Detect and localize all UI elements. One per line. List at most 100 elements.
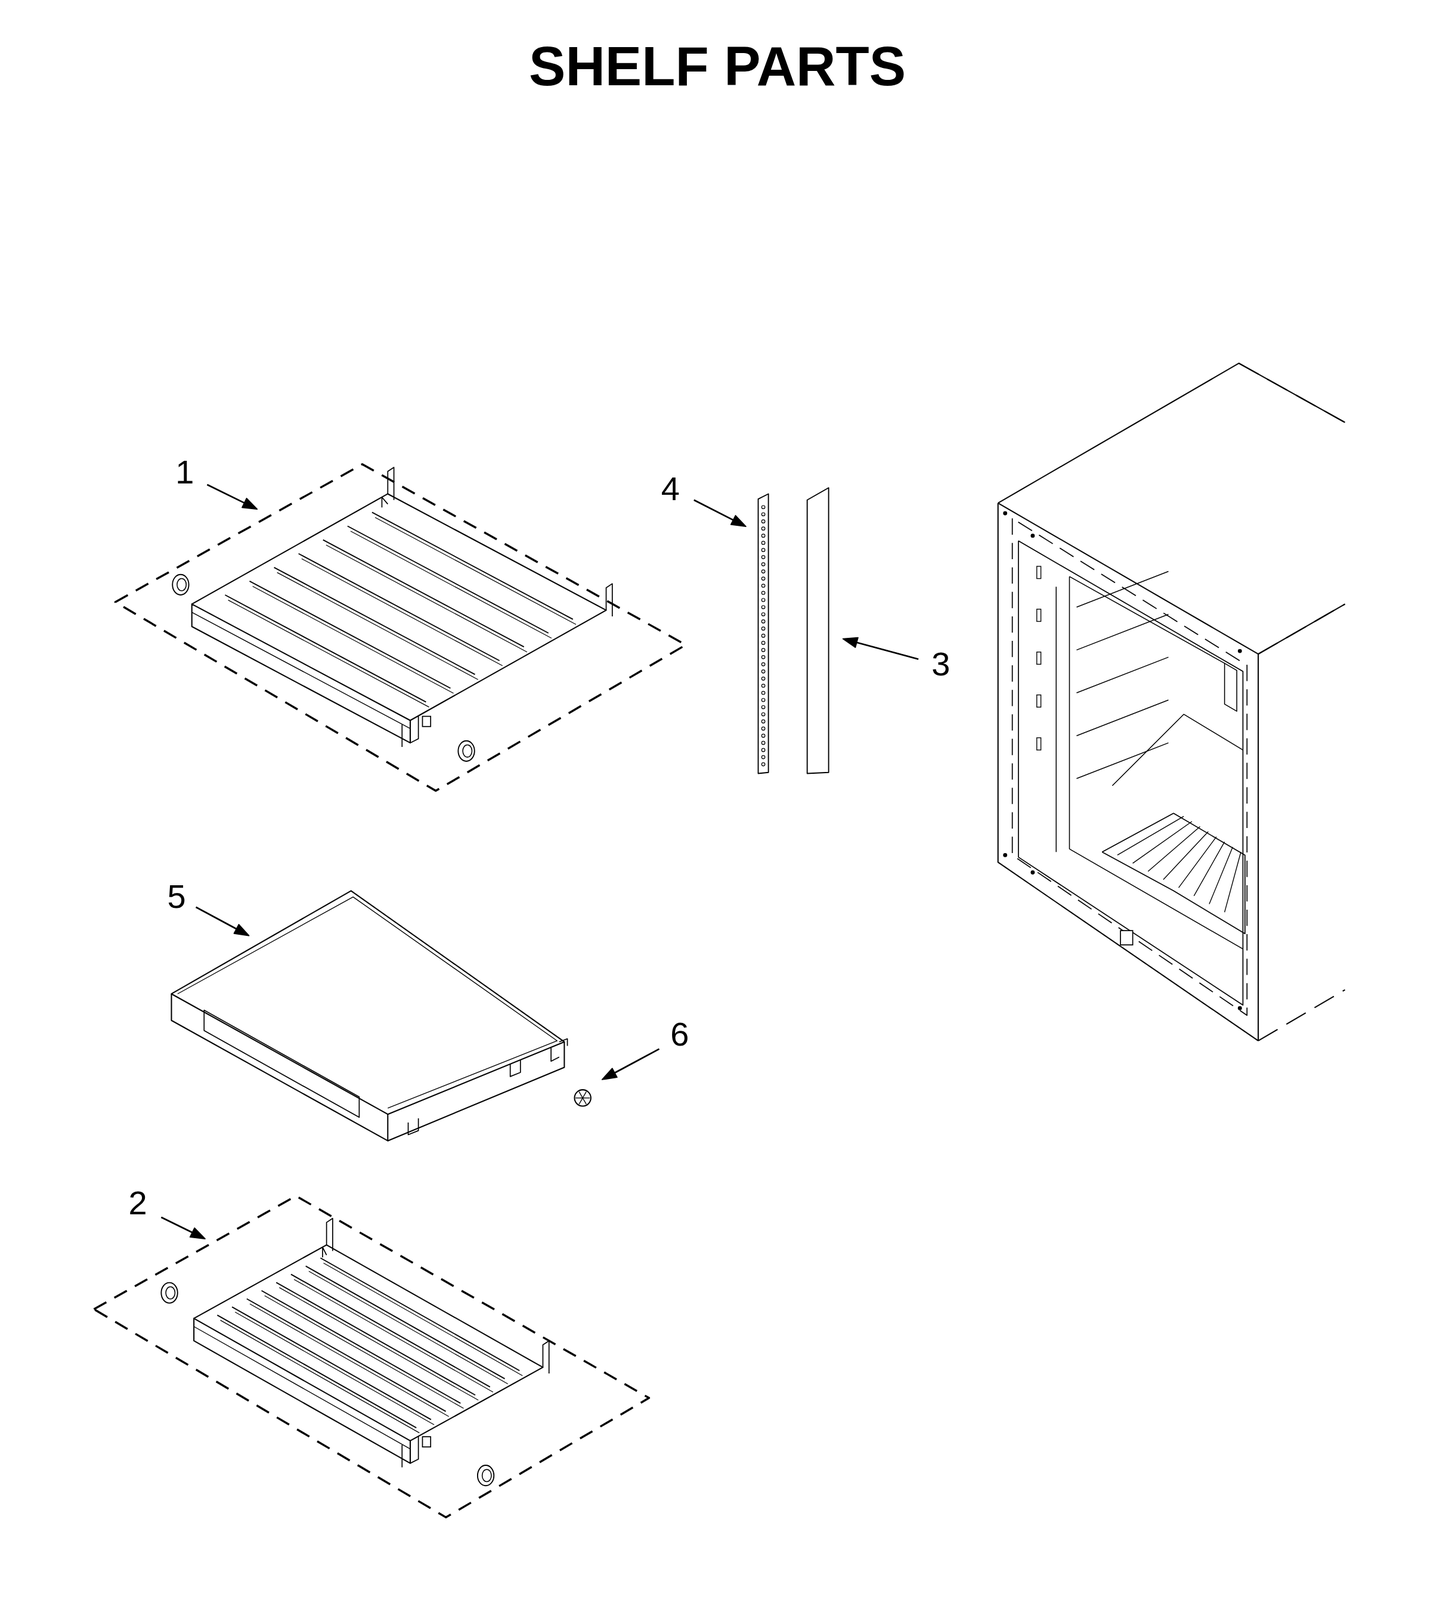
front-rail bbox=[192, 604, 411, 743]
slat bbox=[276, 1282, 476, 1396]
strip-hole bbox=[761, 627, 765, 631]
drawer-latch bbox=[550, 1048, 560, 1062]
callout-number: 4 bbox=[661, 472, 680, 506]
strip-hole bbox=[761, 705, 765, 709]
strip-hole bbox=[761, 726, 765, 730]
strip-hole bbox=[761, 598, 765, 602]
grommet bbox=[582, 1098, 587, 1105]
front-rail bbox=[192, 612, 411, 729]
rail-end bbox=[410, 1437, 419, 1464]
slat bbox=[323, 540, 525, 648]
callout-number: 2 bbox=[128, 1186, 147, 1221]
strip-hole bbox=[761, 677, 765, 681]
grommet bbox=[574, 1090, 591, 1107]
callout-number: 1 bbox=[175, 455, 194, 489]
drawer-clip bbox=[510, 1060, 521, 1077]
strip-hole bbox=[761, 512, 765, 516]
knob bbox=[172, 574, 189, 596]
slat bbox=[298, 553, 500, 662]
slat bbox=[347, 526, 549, 634]
knob bbox=[457, 741, 475, 762]
slat bbox=[323, 1263, 523, 1377]
rack-bracket bbox=[387, 467, 394, 501]
arrowhead bbox=[843, 638, 859, 649]
rack-frame bbox=[381, 497, 388, 508]
slat bbox=[277, 572, 479, 680]
front-rail bbox=[193, 1326, 411, 1449]
strip-hole bbox=[761, 562, 765, 566]
strip-hole bbox=[761, 612, 765, 616]
slat bbox=[264, 1296, 464, 1410]
strip-hole bbox=[761, 620, 765, 624]
strip-hole bbox=[761, 648, 765, 652]
slat bbox=[228, 600, 430, 708]
rack-bracket bbox=[326, 1218, 333, 1252]
screw bbox=[1002, 511, 1008, 516]
cabinet-front bbox=[998, 503, 1259, 1042]
slat bbox=[350, 531, 552, 639]
strip-hole bbox=[761, 684, 765, 688]
strip-hole bbox=[761, 762, 765, 766]
strip-hole bbox=[761, 527, 765, 531]
rack-frame bbox=[192, 493, 607, 721]
slat bbox=[234, 1312, 435, 1426]
slat bbox=[305, 1266, 506, 1380]
strip-hole bbox=[761, 570, 765, 574]
leader-line bbox=[160, 1217, 193, 1233]
group-bracket bbox=[93, 1196, 649, 1518]
grommet bbox=[575, 1097, 583, 1099]
slat bbox=[290, 1274, 491, 1388]
cabinet-rib bbox=[1076, 700, 1169, 736]
drawer-top bbox=[171, 890, 565, 1115]
drawer-side bbox=[387, 1042, 565, 1142]
slat bbox=[261, 1290, 461, 1404]
screw bbox=[1237, 1006, 1243, 1011]
grommet bbox=[582, 1091, 587, 1098]
slat bbox=[224, 595, 426, 703]
slat bbox=[301, 558, 503, 667]
cabinet-shelf-support bbox=[1112, 714, 1243, 786]
rack-frame bbox=[322, 1247, 327, 1258]
grille-bar bbox=[1178, 837, 1217, 889]
strip-hole bbox=[761, 605, 765, 609]
arrowhead bbox=[233, 924, 249, 937]
cabinet-rib bbox=[1076, 657, 1169, 693]
slat bbox=[279, 1287, 479, 1401]
trim-strip bbox=[807, 487, 829, 774]
rack-bracket bbox=[606, 583, 613, 617]
cabinet-side bbox=[1258, 989, 1345, 1042]
rail-tab bbox=[422, 716, 432, 727]
drawer-clip bbox=[408, 1118, 419, 1135]
slat bbox=[375, 517, 577, 625]
callout-number: 6 bbox=[670, 1017, 689, 1052]
cabinet-opening bbox=[1018, 540, 1243, 1006]
leader-line bbox=[206, 484, 244, 504]
cabinet-side bbox=[1257, 654, 1259, 1042]
cabinet-side bbox=[1258, 604, 1345, 655]
leader-line bbox=[614, 1049, 660, 1074]
strip-hole bbox=[761, 577, 765, 581]
knob bbox=[462, 745, 472, 758]
cabinet-wall bbox=[1069, 576, 1071, 850]
diagram-title: SHELF PARTS bbox=[528, 38, 906, 94]
callout-number: 5 bbox=[166, 880, 186, 914]
shelf-slot bbox=[1036, 738, 1042, 751]
slat bbox=[308, 1271, 509, 1384]
floor-grille bbox=[1101, 813, 1246, 934]
slat bbox=[249, 1304, 450, 1417]
screw bbox=[1237, 649, 1243, 654]
rail-end bbox=[401, 1445, 403, 1469]
strip-hole bbox=[761, 755, 765, 759]
drawer-pin bbox=[559, 1039, 568, 1047]
cabinet-frame bbox=[1012, 518, 1248, 1017]
arrowhead bbox=[190, 1228, 206, 1240]
slat bbox=[293, 1279, 494, 1393]
strip-hole bbox=[761, 712, 765, 716]
slat bbox=[249, 581, 451, 689]
knob bbox=[477, 1465, 494, 1486]
rail-end bbox=[401, 724, 403, 748]
strip-hole bbox=[761, 548, 765, 552]
strip-hole bbox=[761, 734, 765, 738]
strip-hole bbox=[761, 641, 765, 645]
knob bbox=[177, 578, 187, 592]
